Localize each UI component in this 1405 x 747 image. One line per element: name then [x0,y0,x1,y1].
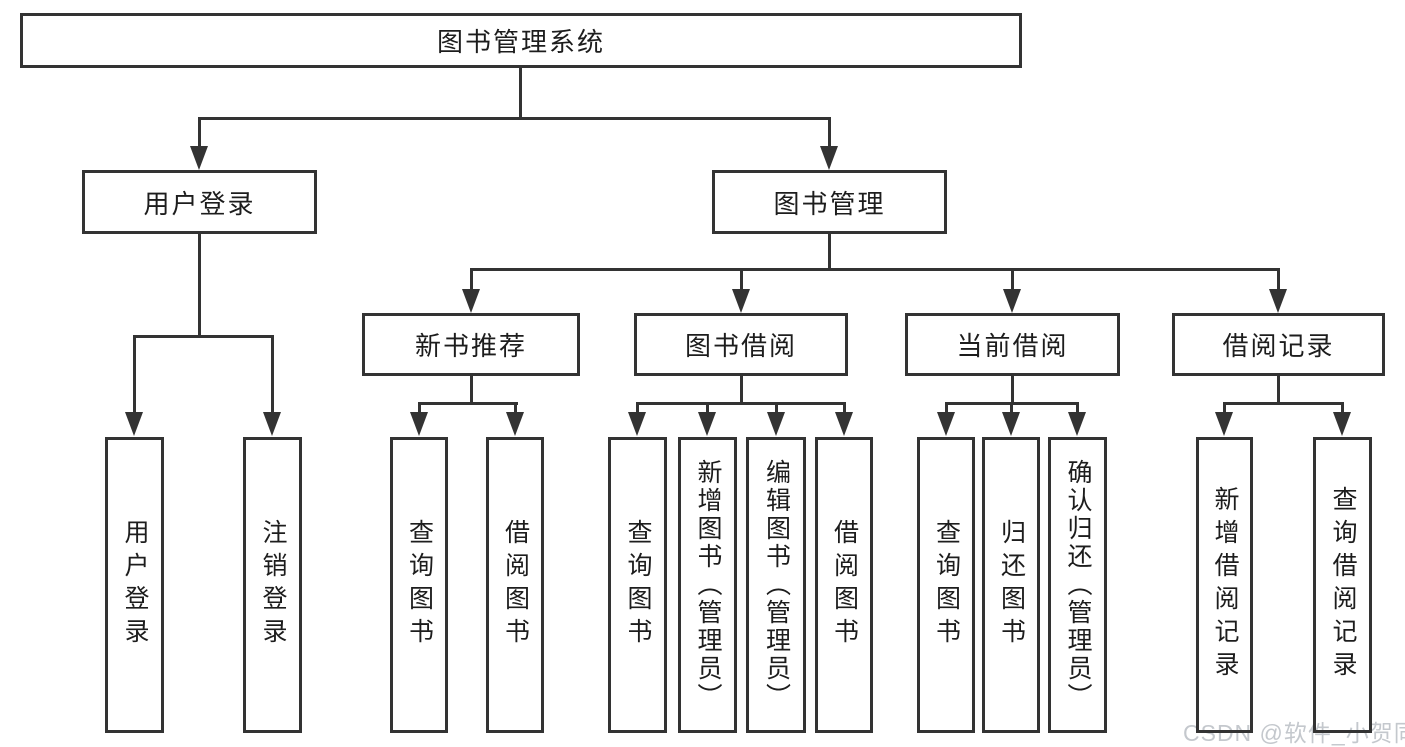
connector-line [1010,402,1013,414]
leaf-label: 注销登录 [259,519,287,651]
connector-line [198,117,831,120]
leaf-edit-book-admin: 编辑图书（管理员） [746,437,806,733]
arrow-down-icon [1068,412,1086,436]
arrow-down-icon [462,289,480,313]
leaf-label: 借阅图书 [501,519,530,651]
node-label: 新书推荐 [414,331,527,361]
connector-line [198,117,201,149]
leaf-borrow-books: 借阅图书 [815,437,873,733]
leaf-label: 确认归还（管理员） [1064,459,1092,711]
node-new-book-recommendation: 新书推荐 [362,313,580,376]
connector-line [418,402,421,414]
connector-line [636,402,639,414]
arrow-down-icon [263,412,281,436]
arrow-down-icon [125,412,143,436]
leaf-query-books-recommend: 查询图书 [390,437,448,733]
arrow-down-icon [190,146,208,170]
leaf-label: 查询图书 [405,519,434,651]
connector-line [470,376,473,405]
arrow-down-icon [506,412,524,436]
node-user-login: 用户登录 [82,170,317,234]
leaf-query-borrow-record: 查询借阅记录 [1313,437,1372,733]
connector-line [843,402,846,414]
leaf-label: 借阅图书 [830,519,859,651]
connector-line [828,234,831,271]
connector-line [198,234,201,338]
node-label: 图书借阅 [684,331,797,361]
leaf-label: 归还图书 [997,519,1026,651]
arrow-down-icon [1002,412,1020,436]
leaf-add-borrow-record: 新增借阅记录 [1196,437,1253,733]
node-label: 当前借阅 [956,331,1069,361]
arrow-down-icon [937,412,955,436]
connector-line [133,335,136,413]
leaf-return-book: 归还图书 [982,437,1040,733]
connector-line [519,68,522,119]
node-label: 用户登录 [143,188,256,219]
connector-line [740,268,743,291]
leaf-logout: 注销登录 [243,437,302,733]
connector-line [470,268,473,291]
node-library-management-system: 图书管理系统 [20,13,1022,68]
connector-line [1223,402,1226,414]
connector-line [1341,402,1344,414]
arrow-down-icon [410,412,428,436]
csdn-watermark: CSDN @软件_小贺同学 [1183,720,1405,746]
arrow-down-icon [628,412,646,436]
node-label: 图书管理系统 [436,27,605,57]
node-label: 图书管理 [773,188,886,219]
arrow-down-icon [1215,412,1233,436]
arrow-down-icon [1269,289,1287,313]
node-book-borrowing: 图书借阅 [634,313,848,376]
leaf-label: 新增借阅记录 [1211,486,1239,684]
connector-line [1011,268,1014,291]
arrow-down-icon [767,412,785,436]
connector-line [1223,402,1344,405]
arrow-down-icon [835,412,853,436]
connector-line [828,117,831,149]
node-borrowing-records: 借阅记录 [1172,313,1385,376]
leaf-query-books-current: 查询图书 [917,437,975,733]
leaf-user-login: 用户登录 [105,437,164,733]
connector-line [706,402,709,414]
connector-line [1277,376,1280,405]
node-current-borrowing: 当前借阅 [905,313,1120,376]
connector-line [133,335,274,338]
node-label: 借阅记录 [1222,331,1335,361]
leaf-label: 用户登录 [121,519,149,651]
connector-line [1277,268,1280,291]
connector-line [945,402,948,414]
leaf-label: 查询图书 [624,519,652,651]
arrow-down-icon [1333,412,1351,436]
leaf-label: 编辑图书（管理员） [762,459,791,711]
connector-line [271,335,274,413]
leaf-label: 查询借阅记录 [1329,486,1357,684]
arrow-down-icon [698,412,716,436]
leaf-add-book-admin: 新增图书（管理员） [678,437,737,733]
arrow-down-icon [820,146,838,170]
connector-line [636,402,846,405]
node-book-management: 图书管理 [712,170,947,234]
connector-line [740,376,743,405]
connector-line [418,402,518,405]
connector-line [775,402,778,414]
leaf-borrow-books-recommend: 借阅图书 [486,437,544,733]
connector-line [1011,376,1014,405]
leaf-confirm-return-admin: 确认归还（管理员） [1048,437,1107,733]
leaf-label: 新增图书（管理员） [694,459,722,711]
connector-line [1076,402,1079,414]
connector-line [514,402,517,414]
leaf-query-books-borrow: 查询图书 [608,437,667,733]
connector-line [470,268,1280,271]
leaf-label: 查询图书 [932,519,961,651]
arrow-down-icon [732,289,750,313]
arrow-down-icon [1003,289,1021,313]
